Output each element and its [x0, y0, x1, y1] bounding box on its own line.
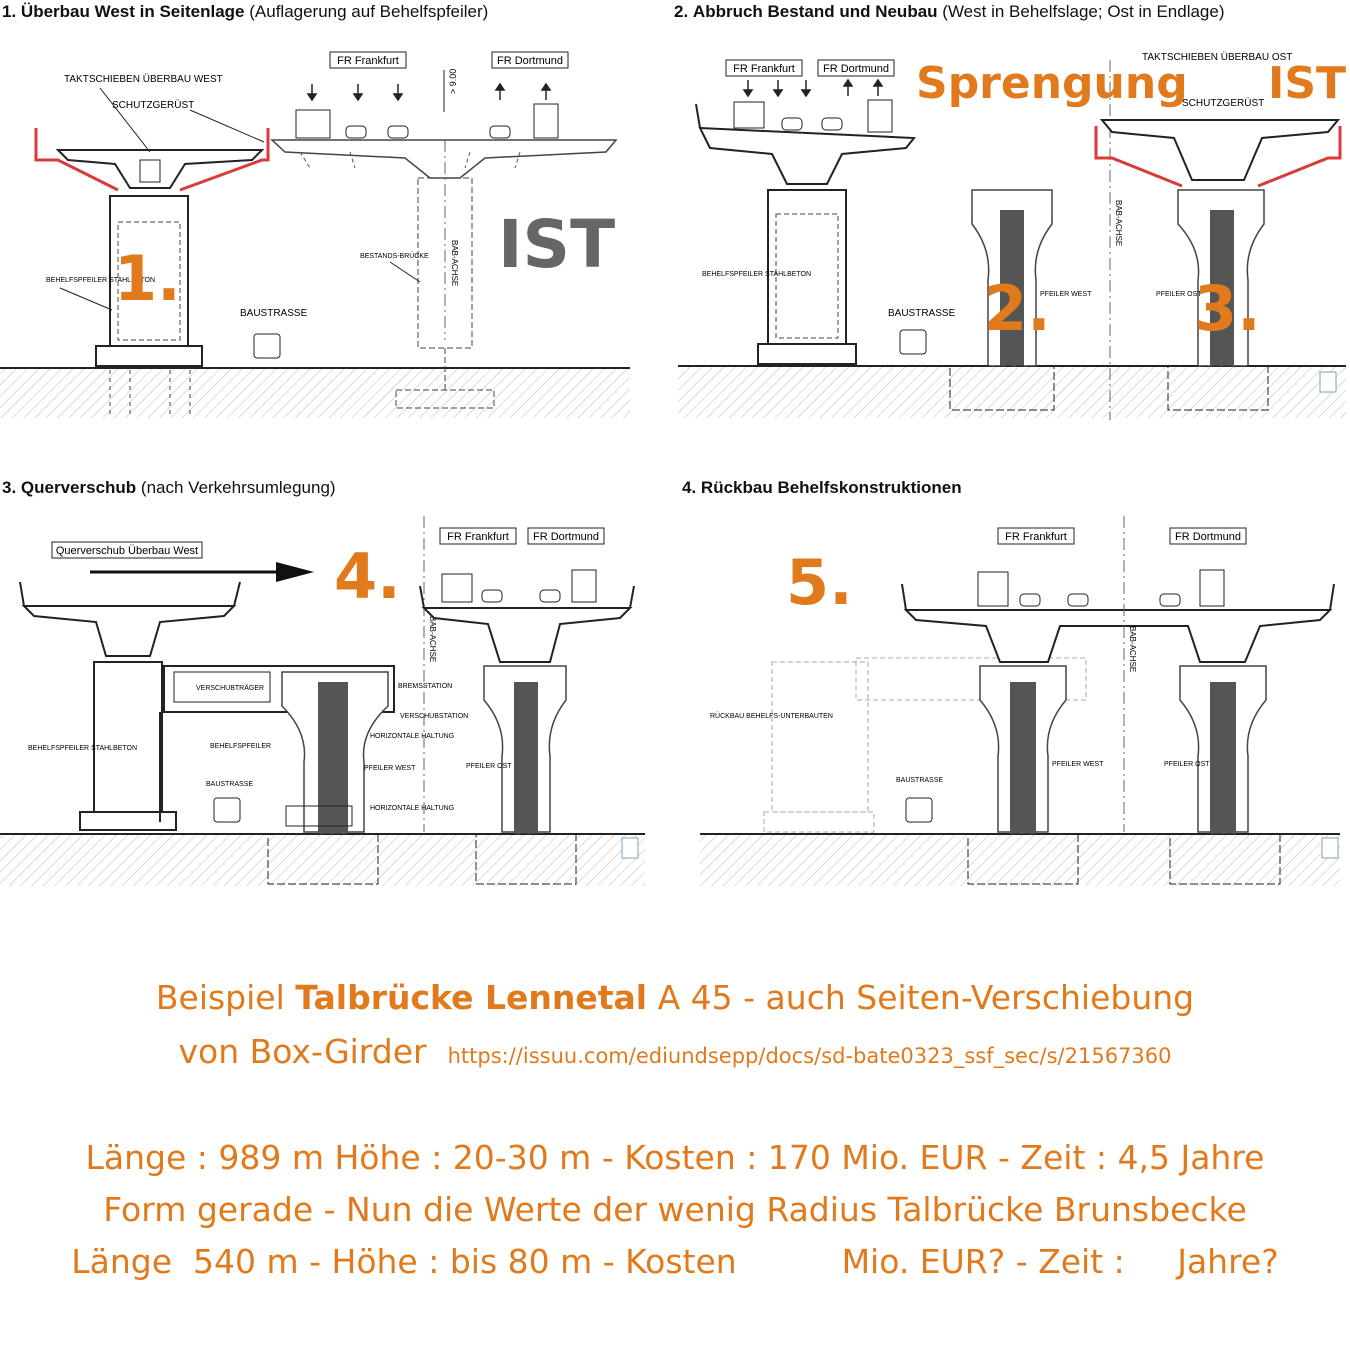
panel-4-drawing: RÜCKBAU BEHELFS-UNTERBAUTEN BAUSTRASSE P…: [700, 516, 1340, 886]
svg-text:PFEILER WEST: PFEILER WEST: [364, 765, 416, 772]
logo-icon: [1321, 837, 1339, 859]
bestandsbruecke-label: BESTANDS-BRÜCKE: [360, 252, 429, 260]
panel-3-title: 3. Querverschub (nach Verkehrsumlegung): [2, 478, 336, 497]
svg-text:PFEILER OST: PFEILER OST: [1164, 761, 1210, 768]
svg-text:FR Frankfurt: FR Frankfurt: [447, 531, 509, 543]
fr-dortmund-label: FR Dortmund: [497, 55, 563, 67]
step-5-label: 5.: [786, 546, 853, 619]
svg-text:RÜCKBAU BEHELFS-UNTERBAUTEN: RÜCKBAU BEHELFS-UNTERBAUTEN: [710, 712, 833, 720]
svg-text:HORIZONTALE HALTUNG: HORIZONTALE HALTUNG: [370, 733, 454, 740]
fr-dortmund-label: FR Dortmund: [823, 63, 889, 75]
svg-text:PFEILER WEST: PFEILER WEST: [1040, 291, 1092, 298]
caption-line-2: von Box-Girder https://issuu.com/ediunds…: [178, 1032, 1172, 1071]
step-1-label: 1.: [114, 242, 181, 315]
bestandsbruecke-deck: [270, 139, 618, 179]
baustrasse-label: BAUSTRASSE: [240, 308, 308, 319]
step-3-label: 3.: [1194, 272, 1261, 345]
ist-label-panel2: IST: [1268, 58, 1347, 109]
car-icon: [387, 125, 409, 139]
querverschub-label: Querverschub Überbau West: [56, 545, 198, 557]
svg-text:BAUSTRASSE: BAUSTRASSE: [896, 777, 943, 784]
logo-icon: [621, 837, 639, 859]
schutzgeruest-left: [34, 128, 119, 192]
schutzgeruest-label: SCHUTZGERÜST: [112, 99, 194, 111]
caption-line-1: Beispiel Talbrücke Lennetal A 45 - auch …: [155, 978, 1195, 1017]
panel-1-title: 1. Überbau West in Seitenlage (Auflageru…: [2, 2, 489, 21]
source-url-link[interactable]: https://issuu.com/ediundsepp/docs/sd-bat…: [447, 1044, 1172, 1068]
bab-achse-label: BAB-ACHSE: [450, 240, 459, 286]
logo-icon: [1319, 371, 1337, 393]
svg-text:BAB-ACHSE: BAB-ACHSE: [428, 616, 437, 662]
ueberbau-west-behelfslage: [698, 126, 917, 185]
svg-text:VERSCHUBSTATION: VERSCHUBSTATION: [400, 713, 468, 720]
svg-text:BAB-ACHSE: BAB-ACHSE: [1114, 200, 1123, 246]
schutzgeruest-right: [179, 128, 270, 192]
panel-3-drawing: Querverschub Überbau West VERSCHUBTRÄGER…: [0, 516, 645, 886]
step-2-label: 2.: [984, 272, 1051, 345]
fr-frankfurt-label: FR Frankfurt: [337, 55, 399, 67]
ground: [0, 368, 630, 418]
taktschieben-label: TAKTSCHIEBEN ÜBERBAU WEST: [64, 73, 223, 85]
panel-4: 4. Rückbau Behelfskonstruktionen RÜCKBAU…: [680, 476, 1350, 926]
fr-dortmund-box: [491, 51, 569, 69]
svg-text:BAUSTRASSE: BAUSTRASSE: [206, 781, 253, 788]
svg-text:SCHUTZGERÜST: SCHUTZGERÜST: [1182, 97, 1264, 109]
svg-text:BEHELFSPFEILER STAHLBETON: BEHELFSPFEILER STAHLBETON: [702, 271, 811, 278]
svg-text:FR Frankfurt: FR Frankfurt: [1005, 531, 1067, 543]
car-icon: [345, 125, 367, 139]
panel-2: 2. Abbruch Bestand und Neubau (West in B…: [672, 0, 1350, 450]
svg-text:VERSCHUBTRÄGER: VERSCHUBTRÄGER: [196, 684, 264, 692]
shift-arrow-head: [276, 562, 314, 582]
svg-text:BEHELFSPFEILER: BEHELFSPFEILER: [210, 743, 271, 750]
panel-1-drawing: FR Frankfurt FR Dortmund > 9.00 BAB-ACHS…: [0, 51, 630, 418]
svg-text:PFEILER WEST: PFEILER WEST: [1052, 761, 1104, 768]
height-label: > 9.00: [448, 69, 458, 94]
svg-text:PFEILER OST: PFEILER OST: [1156, 291, 1202, 298]
svg-text:PFEILER OST: PFEILER OST: [466, 763, 512, 770]
ist-label-panel1: IST: [498, 206, 616, 283]
caption-line-4: Form gerade - Nun die Werte der wenig Ra…: [103, 1190, 1247, 1229]
svg-text:FR Dortmund: FR Dortmund: [533, 531, 599, 543]
svg-text:BAB-ACHSE: BAB-ACHSE: [1128, 626, 1137, 672]
vehicle-icon: [253, 333, 281, 359]
svg-text:FR Dortmund: FR Dortmund: [1175, 531, 1241, 543]
svg-text:BREMSSTATION: BREMSSTATION: [398, 683, 452, 690]
panel-4-title: 4. Rückbau Behelfskonstruktionen: [682, 478, 962, 497]
svg-text:HORIZONTALE HALTUNG: HORIZONTALE HALTUNG: [370, 805, 454, 812]
fr-frankfurt-box: [329, 51, 407, 69]
caption-line-5: Länge 540 m - Höhe : bis 80 m - Kosten M…: [71, 1242, 1279, 1281]
behelfspfeiler-label: BEHELFSPFEILER STAHLBETON: [46, 277, 155, 284]
truck-icon: [295, 109, 331, 139]
fr-frankfurt-label: FR Frankfurt: [733, 63, 795, 75]
truck-icon: [533, 103, 559, 139]
car-icon: [489, 125, 511, 139]
panel-1: 1. Überbau West in Seitenlage (Auflageru…: [0, 0, 665, 450]
svg-text:BEHELFSPFEILER STAHLBETON: BEHELFSPFEILER STAHLBETON: [28, 745, 137, 752]
step-4-label: 4.: [334, 540, 401, 613]
pfeiler-west-core: [1000, 210, 1024, 366]
ueberbau-gesamt: [903, 609, 1333, 663]
svg-text:TAKTSCHIEBEN ÜBERBAU OST: TAKTSCHIEBEN ÜBERBAU OST: [1142, 51, 1292, 63]
svg-text:BAUSTRASSE: BAUSTRASSE: [888, 308, 956, 319]
panel-2-drawing: FR Frankfurt FR Dortmund BEHELFSPFEILER …: [678, 51, 1346, 420]
ueberbau-ost: [1099, 119, 1341, 181]
rueckbau-behelfspfeiler: [771, 661, 869, 813]
caption-line-3: Länge : 989 m Höhe : 20-30 m - Kosten : …: [85, 1138, 1265, 1177]
panel-2-title: 2. Abbruch Bestand und Neubau (West in B…: [674, 2, 1225, 21]
sprengung-label: Sprengung: [916, 58, 1188, 109]
panel-3: 3. Querverschub (nach Verkehrsumlegung) …: [0, 476, 665, 926]
behelfspfeiler: [109, 195, 189, 347]
